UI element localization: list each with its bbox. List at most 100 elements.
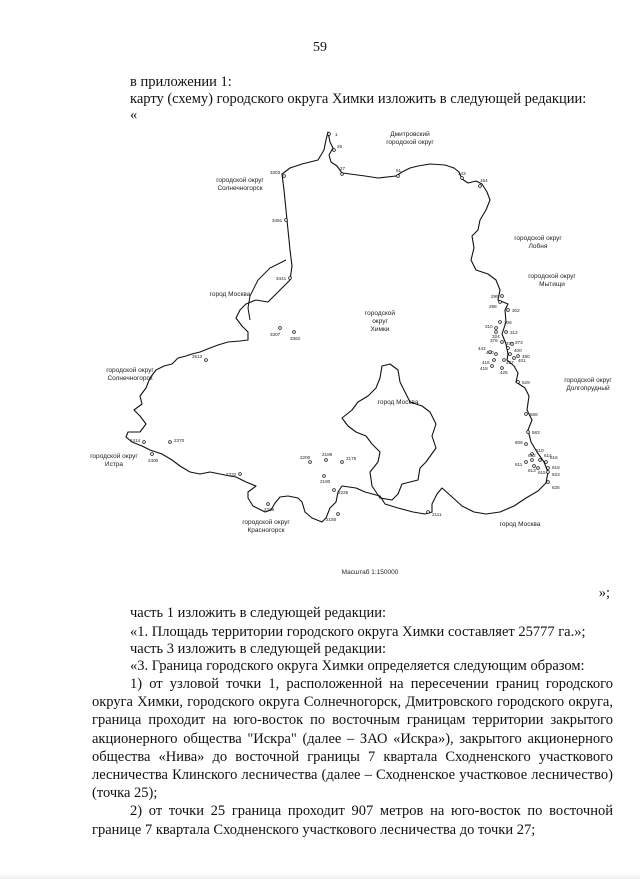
boundary-point-label: 376 <box>490 338 498 343</box>
boundary-point-marker <box>168 440 172 444</box>
boundary-point-label: 613 <box>528 468 536 473</box>
boundary-point-label: 618 <box>552 465 560 470</box>
boundary-point-marker <box>536 466 540 470</box>
label-khimki-3: Химки <box>371 326 390 333</box>
western-notch-line <box>247 259 287 321</box>
boundary-point-marker <box>426 510 430 514</box>
boundary-point-label: 25 <box>337 144 343 149</box>
boundary-point-label: 302 <box>512 308 520 313</box>
boundary-point-label: 614 <box>544 453 552 458</box>
label-moscow-center: город Москва <box>378 399 419 406</box>
boundary-point-label: 529 <box>522 380 530 385</box>
boundary-point-marker <box>516 354 520 358</box>
moscow-enclave-line <box>341 363 437 501</box>
boundary-point-marker <box>530 458 534 462</box>
boundary-point-label: 3303 <box>270 170 281 175</box>
boundary-point-marker <box>288 276 292 280</box>
boundary-point-marker <box>336 512 340 516</box>
boundary-point-label: 2189 <box>322 452 333 457</box>
boundary-point-marker <box>500 366 504 370</box>
label-lobnya-1: городской округ <box>514 234 562 242</box>
boundary-point-label: 27 <box>340 166 346 171</box>
boundary-point-marker <box>532 464 536 468</box>
boundary-point-label: 3362 <box>290 336 301 341</box>
label-lobnya-2: Лобня <box>529 242 548 250</box>
boundary-point-label: 480 <box>522 354 530 359</box>
boundary-point-marker <box>282 174 286 178</box>
boundary-point-label: 2111 <box>432 512 442 517</box>
boundary-point-label: 612 <box>528 453 536 458</box>
boundary-description: 1) от узловой точки 1, расположенной на … <box>92 675 613 839</box>
boundary-point-label: 378 <box>506 341 514 346</box>
boundary-point-label: 2175 <box>346 456 357 461</box>
boundary-point-marker <box>278 326 282 330</box>
boundary-point-label: 625 <box>552 485 560 490</box>
boundary-point-label: 310 <box>485 324 493 329</box>
open-quote: « <box>130 107 138 123</box>
boundary-point-marker <box>488 350 492 354</box>
boundary-point-label: 442 <box>478 346 486 351</box>
boundary-point-marker <box>204 358 208 362</box>
boundary-point-label: 2150 <box>326 517 337 522</box>
boundary-point-marker <box>238 472 242 476</box>
boundary-point-label: 324 <box>492 334 500 339</box>
boundary-point-marker <box>500 294 504 298</box>
boundary-point-marker <box>546 470 550 474</box>
boundary-point-marker <box>284 218 288 222</box>
boundary-point-marker <box>266 502 270 506</box>
part1-heading: часть 1 изложить в следующей редакции: <box>130 605 387 621</box>
boundary-point-marker <box>524 412 528 416</box>
boundary-point-label: 608 <box>515 440 523 445</box>
label-istra-1: городской округ <box>90 452 138 460</box>
boundary-point-label: 623 <box>552 472 560 477</box>
boundary-point-marker <box>340 460 344 464</box>
label-mytishchi-2: Мытищи <box>539 281 565 288</box>
boundary-point-marker <box>332 148 336 152</box>
boundary-point-marker <box>142 440 146 444</box>
boundary-point-label: 568 <box>530 412 538 417</box>
boundary-point-marker <box>327 132 331 136</box>
boundary-point-label: 2226 <box>338 490 349 495</box>
boundary-point-marker <box>546 480 550 484</box>
boundary-point-label: 400 <box>514 348 522 353</box>
boundary-point-label: 2370 <box>174 438 185 443</box>
boundary-point-marker <box>544 460 548 464</box>
boundary-point-marker <box>538 458 542 462</box>
label-mytishchi-1: городской округ <box>528 272 576 280</box>
boundary-point-label: 2332 <box>226 472 237 477</box>
boundary-point-label: 143 <box>458 171 466 176</box>
boundary-point-marker <box>506 346 510 350</box>
boundary-point-marker <box>504 330 508 334</box>
label-solnechnogorsk-left-1: городской округ <box>106 366 154 374</box>
item-1: 1) от узловой точки 1, расположенной на … <box>92 676 613 802</box>
boundary-point-marker <box>494 326 498 330</box>
boundary-point-marker <box>490 364 494 368</box>
boundary-point-marker <box>494 352 498 356</box>
boundary-point-label: 2400 <box>148 458 159 463</box>
boundary-point-marker <box>324 458 328 462</box>
boundary-point-label: 51 <box>396 168 402 173</box>
boundary-point-label: 2200 <box>300 455 311 460</box>
label-krasnogorsk-2: Красногорск <box>247 527 284 534</box>
boundary-point-marker <box>340 172 344 176</box>
boundary-point-marker <box>332 488 336 492</box>
boundary-point-marker <box>494 330 498 334</box>
label-solnechnogorsk-top-1: городской округ <box>216 176 264 184</box>
boundary-point-marker <box>502 358 506 362</box>
boundary-point-marker <box>460 176 464 180</box>
boundary-point-label: 418 <box>480 366 488 371</box>
boundary-point-marker <box>526 430 530 434</box>
label-dolgoprudny-2: Долгопрудный <box>566 384 610 392</box>
boundary-point-label: 401 <box>518 358 526 363</box>
label-dmitrovsky-1: Дмитровский <box>390 130 430 138</box>
boundary-point-marker <box>150 452 154 456</box>
map-scale: Масштаб 1:150000 <box>342 568 399 576</box>
boundary-point-label: 3441 <box>276 276 287 281</box>
label-khimki-1: городской <box>365 309 396 317</box>
boundary-point-label: 416 <box>482 360 490 365</box>
intro-line-1: в приложении 1: <box>130 74 232 90</box>
item-2: 2) от точки 25 граница проходит 907 метр… <box>92 803 613 838</box>
boundary-point-label: 2513 <box>192 354 203 359</box>
boundary-point-marker <box>498 320 502 324</box>
boundary-point-label: 373 <box>515 340 523 345</box>
